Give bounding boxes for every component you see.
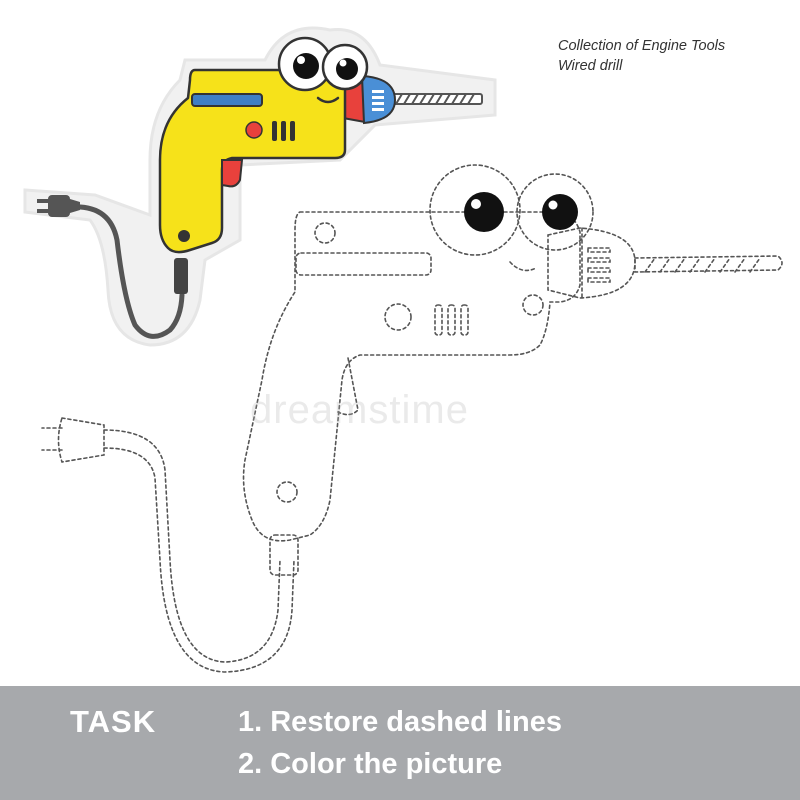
dashed-dot-top [314, 222, 336, 244]
eyes [277, 36, 369, 92]
chuck-blue [360, 74, 397, 125]
cord-boot [174, 258, 188, 294]
power-cord [69, 204, 185, 339]
dashed-stripe [295, 252, 432, 276]
dashed-button [384, 303, 412, 331]
colored-drill [23, 26, 497, 347]
dashed-trigger [337, 357, 359, 416]
tracing-pupils [464, 192, 578, 232]
watermark: dreamstime [250, 388, 469, 432]
blue-stripe [191, 93, 263, 107]
dashed-plug [57, 417, 105, 463]
dashed-eye-right [516, 173, 594, 251]
dashed-chuck [547, 227, 636, 299]
caption: Collection of Engine Tools Wired drill [558, 36, 788, 76]
dashed-drill [41, 164, 783, 673]
drill-bit [391, 93, 483, 105]
handle-screw [178, 230, 190, 242]
plug-icon [37, 195, 80, 217]
caption-collection: Collection of Engine Tools [558, 38, 726, 54]
dashed-bit [634, 255, 783, 273]
drill-artwork [23, 26, 783, 673]
dashed-cord-boot [269, 534, 299, 576]
dashed-cord-outline [103, 429, 281, 663]
task-label: TASK [70, 704, 157, 739]
task-step-color: 2. Color the picture [238, 748, 503, 780]
task-step-restore: 1. Restore dashed lines [238, 706, 562, 738]
vent-slots [272, 121, 295, 141]
smile [316, 96, 340, 104]
trigger [221, 159, 244, 188]
drill-body [158, 68, 347, 254]
dashed-eye-left [429, 164, 521, 256]
dashed-body-outline [242, 211, 581, 542]
dashed-handle-screw [276, 481, 298, 503]
caption-item: Wired drill [558, 58, 623, 74]
task-bar: TASK 1. Restore dashed lines 2. Color th… [0, 686, 800, 800]
power-button [245, 121, 263, 139]
